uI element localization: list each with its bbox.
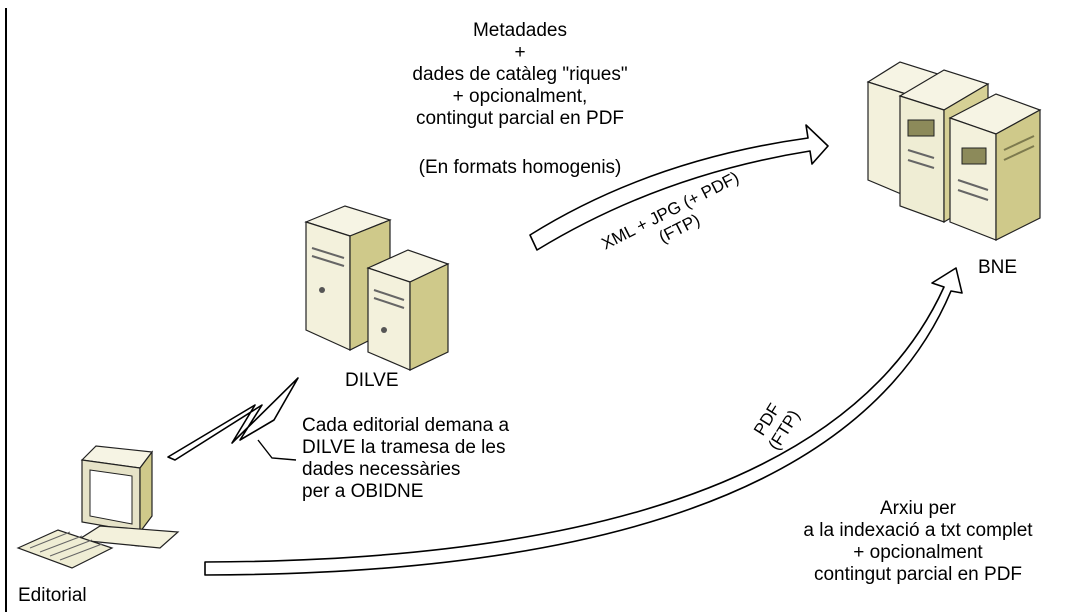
request-note-line-3: dades necessàries [302, 459, 461, 480]
archive-note-line-1: Arxiu per [879, 498, 957, 519]
top-note-line-1: Metadades [472, 20, 567, 41]
bne-server-icon [866, 61, 1042, 241]
arrow-dilve-to-bne [529, 124, 829, 251]
archive-note-line-2: a la indexació a txt complet [803, 520, 1033, 541]
request-note-line-4: per a OBIDNE [302, 481, 424, 502]
bne-label: BNE [978, 257, 1018, 278]
editorial-computer-icon [16, 445, 180, 569]
format-note: (En formats homogenis) [418, 157, 622, 178]
dilve-label: DILVE [345, 370, 399, 391]
top-note-line-5: contingut parcial en PDF [415, 108, 625, 129]
lightning-connection [167, 377, 299, 461]
dilve-server-icon [304, 205, 450, 371]
request-note-line-2: DILVE la tramesa de les [302, 437, 506, 458]
top-note-line-3: dades de catàleg "riques" [412, 64, 628, 85]
archive-note: Arxiu per a la indexació a txt complet +… [768, 498, 1068, 586]
arrow-editorial-to-bne [204, 267, 963, 576]
top-note-line-4: + opcionalment, [452, 86, 588, 107]
top-note: Metadades + dades de catàleg "riques" + … [360, 20, 680, 130]
top-note-line-2: + [514, 42, 526, 63]
request-note-line-1: Cada editorial demana a [302, 415, 510, 436]
editorial-label: Editorial [18, 585, 87, 606]
archive-note-line-4: contingut parcial en PDF [813, 564, 1023, 585]
request-note: Cada editorial demana a DILVE la tramesa… [302, 415, 562, 503]
archive-note-line-3: + opcionalment [853, 542, 983, 563]
